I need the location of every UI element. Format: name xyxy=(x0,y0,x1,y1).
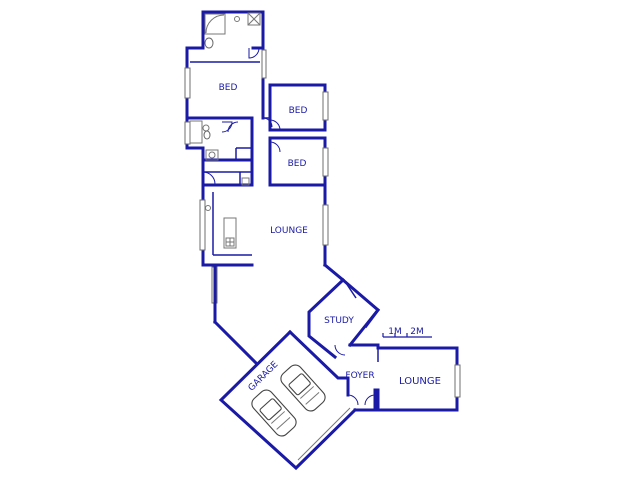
bedroom-2: BED xyxy=(262,83,329,132)
door-swing xyxy=(262,117,273,128)
ensuite xyxy=(184,116,254,150)
shower-curve xyxy=(205,14,225,34)
door-swing xyxy=(227,121,239,133)
basin-fixture xyxy=(247,12,261,26)
garage-door-line xyxy=(297,407,351,461)
toilet-fixture xyxy=(204,37,214,49)
passage-laundry xyxy=(201,116,254,187)
room-label-foyer: FOYER xyxy=(345,371,374,381)
window xyxy=(184,121,191,145)
window xyxy=(322,91,329,121)
garage: GARAGE xyxy=(212,319,358,471)
scale-bar: 1M 2M xyxy=(382,327,432,338)
window xyxy=(184,67,191,99)
room-label-lounge-main: LOUNGE xyxy=(270,226,308,236)
stove-fixture xyxy=(241,177,250,186)
door-swing xyxy=(347,394,359,406)
sink-icon xyxy=(205,205,211,211)
room-label-bed-2: BED xyxy=(289,106,308,116)
lounge-east: LOUNGE xyxy=(376,346,461,412)
scale-label-1m: 1M xyxy=(388,327,402,337)
window xyxy=(322,204,329,246)
basin-fixture xyxy=(202,124,210,132)
window xyxy=(322,147,329,177)
car-icon xyxy=(280,364,326,412)
toilet-fixture xyxy=(203,130,211,140)
foyer: FOYER xyxy=(345,343,380,412)
window xyxy=(261,49,267,79)
room-label-study: STUDY xyxy=(324,316,354,326)
room-label-bed-main: BED xyxy=(219,83,238,93)
lounge-main: LOUNGE xyxy=(211,158,329,324)
top-bathroom xyxy=(201,10,267,79)
car-icon xyxy=(251,389,297,437)
door-swing xyxy=(248,47,260,59)
room-label-bed-3: BED xyxy=(288,159,307,169)
tap-icon xyxy=(234,16,240,22)
door-swing xyxy=(334,344,346,356)
study: STUDY xyxy=(307,262,381,360)
door-swing xyxy=(202,171,216,185)
bedroom-3: BED xyxy=(268,136,329,187)
door-swing xyxy=(221,121,233,133)
bath-fixture xyxy=(189,120,203,144)
scale-label-2m: 2M xyxy=(410,327,424,337)
basin-fixture xyxy=(208,151,216,159)
door-swing xyxy=(364,394,376,406)
laundry-fixture xyxy=(205,149,219,161)
room-label-garage: GARAGE xyxy=(247,360,281,394)
window xyxy=(199,199,206,251)
door-swing xyxy=(269,119,281,131)
room-label-lounge-east: LOUNGE xyxy=(399,376,441,387)
shower-fixture xyxy=(204,13,226,35)
main-bedroom: BED xyxy=(184,46,265,150)
door-swing xyxy=(269,141,281,153)
window xyxy=(454,364,461,398)
kitchen-island xyxy=(223,217,237,249)
kitchen xyxy=(199,171,254,267)
